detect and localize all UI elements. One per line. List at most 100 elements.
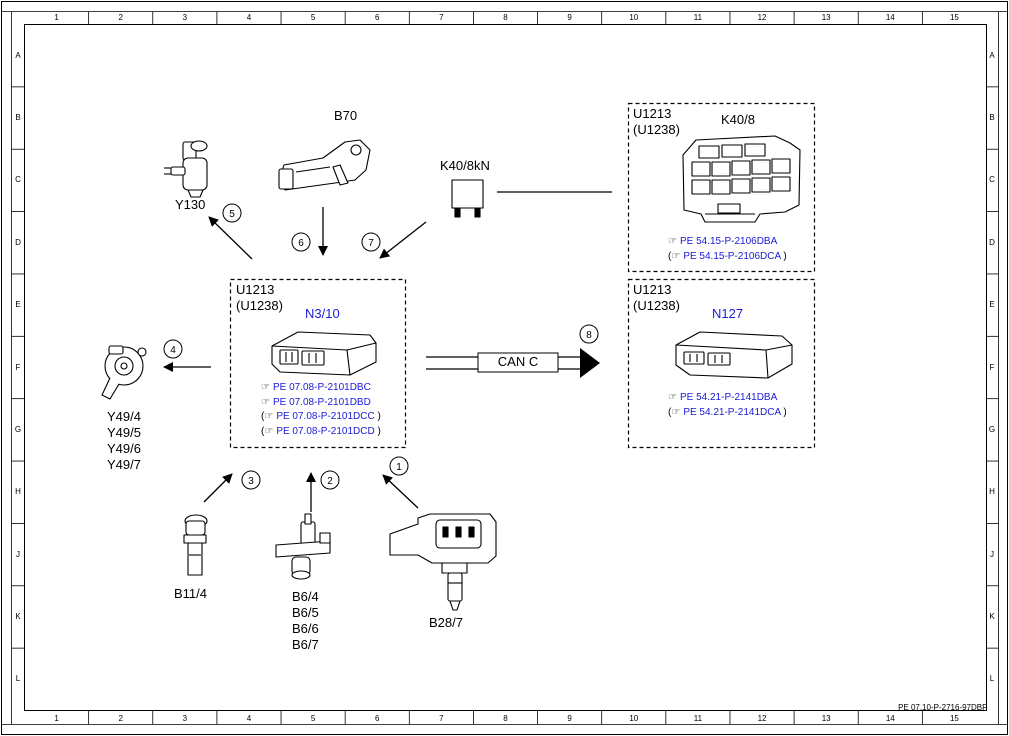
reference-link[interactable]: (☞PE 54.15-P-2106DCA )	[668, 250, 787, 264]
reference-paren: (	[261, 425, 265, 437]
n127-unit-illustration	[675, 331, 793, 379]
reference-paren: )	[374, 425, 381, 437]
reference-link[interactable]: (☞PE 54.21-P-2141DCA )	[668, 406, 787, 420]
arrow-7	[379, 221, 427, 259]
n3-10-ecu-illustration	[271, 331, 377, 376]
grid-row-label: B	[15, 113, 21, 123]
fuse-box-box	[627, 102, 816, 273]
b28-7-label: B28/7	[429, 615, 463, 630]
b70-sensor-illustration	[278, 139, 371, 191]
reference-link[interactable]: ☞PE 54.15-P-2106DBA	[668, 235, 777, 249]
grid-column-label: 1	[54, 714, 59, 723]
grid-column-label: 2	[118, 714, 123, 723]
grid-column-label: 5	[310, 714, 316, 723]
reference-paren: )	[780, 406, 787, 418]
grid-row-label: L	[15, 674, 21, 684]
grid-row-label: A	[989, 50, 995, 60]
grid-column-label: 11	[693, 13, 703, 22]
signal-number-5: 5	[229, 209, 235, 220]
y130-label: Y130	[175, 197, 206, 212]
grid-column-label: 12	[757, 13, 767, 22]
grid-column-label: 7	[439, 13, 444, 22]
grid-column-label: 9	[567, 714, 572, 723]
grid-row-label: J	[16, 549, 20, 559]
b6-labels: B6/4 B6/5 B6/6 B6/7	[292, 589, 319, 653]
y49-actuator-illustration	[101, 345, 147, 400]
n127-code-alt: (U1238)	[633, 298, 680, 313]
reference-paren: (	[668, 406, 672, 418]
grid-row-label: H	[989, 487, 995, 497]
grid-column-label: 13	[821, 714, 831, 723]
grid-column-label: 2	[118, 13, 123, 22]
reference-text: PE 07.08-P-2101DBC	[272, 382, 371, 393]
arrow-3	[203, 473, 233, 503]
reference-text: PE 54.21-P-2141DCA	[683, 406, 781, 418]
grid-row-label: C	[989, 175, 995, 185]
grid-column-label: 14	[885, 714, 895, 723]
signal-circle-5	[222, 203, 242, 223]
k40-8kn-relay-illustration	[451, 179, 484, 218]
reference-text: PE 07.08-P-2101DCC	[276, 411, 375, 422]
b11-4-sensor-illustration	[183, 514, 208, 576]
grid-column-label: 7	[439, 714, 444, 723]
n127-code: U1213	[633, 282, 672, 297]
grid-row-label: B	[989, 113, 995, 123]
reference-paren: )	[780, 250, 787, 262]
signal-number-7: 7	[368, 238, 374, 249]
pointing-hand-icon: ☞	[671, 250, 681, 262]
b6-label: B6/4	[292, 589, 319, 604]
grid-column-label: 12	[757, 714, 767, 723]
grid-row-label: H	[15, 487, 21, 497]
grid-row-label: E	[989, 300, 995, 310]
reference-link[interactable]: ☞PE 54.21-P-2141DBA	[668, 391, 777, 405]
reference-text: PE 54.15-P-2106DBA	[679, 236, 778, 247]
grid-column-label: 8	[503, 13, 508, 22]
reference-text: PE 07.08-P-2101DCD	[276, 425, 375, 437]
grid-column-label: 4	[246, 714, 252, 723]
pointing-hand-icon: ☞	[668, 392, 677, 403]
pointing-hand-icon: ☞	[668, 236, 677, 247]
grid-column-label: 15	[949, 714, 959, 723]
pointing-hand-icon: ☞	[264, 411, 274, 422]
engine-ecu-name: N3/10	[305, 306, 340, 321]
b28-7-sensor-illustration	[389, 513, 497, 611]
signal-circle-6	[291, 232, 311, 252]
grid-column-label: 11	[693, 714, 703, 723]
grid-column-label: 10	[629, 714, 639, 723]
reference-link[interactable]: ☞PE 07.08-P-2101DBC	[261, 381, 371, 395]
inner-frame	[24, 24, 987, 711]
b70-label: B70	[334, 108, 358, 123]
signal-number-1: 1	[396, 462, 402, 473]
grid-row-label: K	[15, 611, 21, 621]
k40-8kn-label: K40/8kN	[440, 158, 490, 173]
reference-text: PE 07.08-P-2101DBD	[272, 396, 371, 408]
grid-column-label: 3	[182, 13, 188, 22]
signal-number-2: 2	[327, 476, 333, 487]
grid-row-label: D	[15, 237, 21, 247]
signal-circle-3	[241, 470, 261, 490]
reference-link[interactable]: ☞PE 07.08-P-2101DBD	[261, 396, 371, 410]
signal-number-8: 8	[586, 330, 592, 341]
pointing-hand-icon: ☞	[261, 382, 270, 393]
reference-link[interactable]: (☞PE 07.08-P-2101DCD )	[261, 425, 381, 439]
y49-label: Y49/5	[107, 425, 141, 440]
grid-column-label: 8	[503, 714, 508, 723]
signal-circle-1	[389, 456, 409, 476]
grid-column-label: 6	[374, 13, 380, 22]
reference-paren: (	[261, 411, 265, 422]
reference-paren: (	[668, 250, 672, 262]
b6-sensor-illustration	[275, 513, 331, 580]
document-reference: PE 07.10-P-2716-97DBF	[898, 703, 987, 712]
fuse-box-name: K40/8	[721, 112, 755, 127]
grid-column-label: 14	[885, 13, 895, 22]
y49-label: Y49/4	[107, 409, 141, 424]
grid-column-label: 9	[567, 13, 572, 22]
grid-column-label: 15	[949, 13, 959, 22]
reference-text: PE 54.15-P-2106DCA	[683, 250, 781, 262]
n127-name: N127	[712, 306, 744, 321]
reference-link[interactable]: (☞PE 07.08-P-2101DCC )	[261, 410, 381, 424]
signal-number-6: 6	[298, 238, 304, 249]
grid-column-label: 6	[374, 714, 380, 723]
